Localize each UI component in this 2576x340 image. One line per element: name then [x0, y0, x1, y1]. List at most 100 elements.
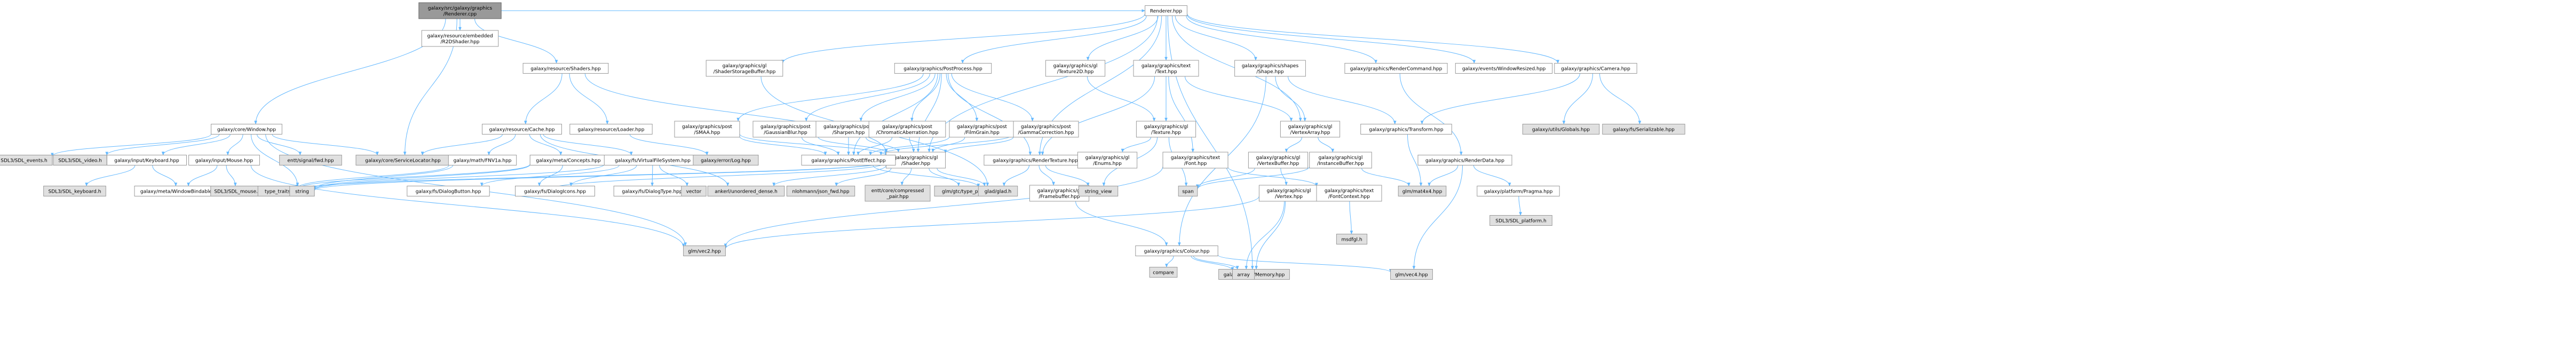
edge-root-to-shaders-hpp — [474, 18, 558, 64]
node-postprocess-hpp[interactable]: galaxy/graphics/PostProcess.hpp — [894, 63, 992, 74]
node-msdfgl[interactable]: msdfgl.h — [1336, 234, 1368, 244]
node-label: glm/gtc/type_ptr.hpp — [942, 189, 992, 195]
node-font-hpp[interactable]: galaxy/graphics/text/Font.hpp — [1162, 152, 1228, 169]
node-box — [421, 30, 499, 47]
node-box — [107, 155, 187, 165]
node-sdl-events[interactable]: SDL3/SDL_events.h — [0, 155, 53, 165]
node-filmgrain-hpp[interactable]: galaxy/graphics/post/FilmGrain.hpp — [949, 121, 1015, 138]
node-colour-hpp[interactable]: galaxy/graphics/Colour.hpp — [1135, 246, 1218, 256]
node-gaussian-hpp[interactable]: galaxy/graphics/post/GaussianBlur.hpp — [752, 121, 819, 138]
node-keyboard-hpp[interactable]: galaxy/input/Keyboard.hpp — [107, 155, 187, 165]
node-box — [674, 121, 740, 138]
node-renderer-hpp[interactable]: Renderer.hpp — [1145, 5, 1187, 16]
node-label: /Renderer.cpp — [443, 12, 477, 17]
node-loader-hpp[interactable]: galaxy/resource/Loader.hpp — [569, 124, 653, 135]
node-box — [1136, 121, 1196, 138]
node-vertex-hpp[interactable]: galaxy/graphics/gl/Vertex.hpp — [1258, 185, 1319, 202]
node-camera-hpp[interactable]: galaxy/graphics/Camera.hpp — [1554, 63, 1637, 74]
node-label: galaxy/graphics/gl — [723, 64, 767, 69]
node-label: array — [1237, 273, 1250, 278]
node-sdl-video[interactable]: SDL3/SDL_video.h — [53, 155, 107, 165]
node-window-hpp[interactable]: galaxy/core/Window.hpp — [211, 124, 282, 135]
node-pragma-hpp[interactable]: galaxy/platform/Pragma.hpp — [1477, 186, 1560, 196]
node-label: galaxy/core/ServiceLocator.hpp — [365, 159, 441, 164]
node-entt-signal[interactable]: entt/signal/fwd.hpp — [279, 155, 342, 165]
node-transform-hpp[interactable]: galaxy/graphics/Transform.hpp — [1360, 124, 1452, 135]
node-glm-vec2[interactable]: glm/vec2.hpp — [683, 246, 726, 256]
node-string-view[interactable]: string_view — [1078, 186, 1119, 196]
node-box — [1522, 124, 1600, 135]
node-windowresized-hpp[interactable]: galaxy/events/WindowResized.hpp — [1455, 63, 1553, 74]
node-glm-vec4[interactable]: glm/vec4.hpp — [1390, 269, 1433, 280]
node-enums-hpp[interactable]: galaxy/graphics/gl/Enums.hpp — [1077, 152, 1138, 169]
node-fontcontext-hpp[interactable]: galaxy/graphics/text/FontContext.hpp — [1316, 185, 1382, 202]
node-smaa-hpp[interactable]: galaxy/graphics/post/SMAA.hpp — [674, 121, 740, 138]
node-shaders-hpp[interactable]: galaxy/resource/Shaders.hpp — [522, 63, 609, 74]
node-dialogicons[interactable]: galaxy/fs/DialogIcons.hpp — [515, 186, 595, 196]
edge-postprocess-hpp-to-filmgrain-hpp — [946, 73, 979, 122]
node-label: /Sharpen.hpp — [833, 130, 865, 136]
node-cache-hpp[interactable]: galaxy/resource/Cache.hpp — [482, 124, 562, 135]
node-dialogtype[interactable]: galaxy/fs/DialogType.hpp — [613, 186, 691, 196]
node-ankerl[interactable]: ankerl/unordered_dense.h — [707, 186, 785, 196]
node-mouse-hpp[interactable]: galaxy/input/Mouse.hpp — [188, 155, 260, 165]
node-nlohmann[interactable]: nlohmann/json_fwd.hpp — [786, 186, 855, 196]
node-root[interactable]: galaxy/src/galaxy/graphics/Renderer.cpp — [418, 2, 502, 19]
node-vector[interactable]: vector — [681, 186, 707, 196]
node-gl-texture-hpp[interactable]: galaxy/graphics/gl/Texture.hpp — [1136, 121, 1196, 138]
node-fs-serializable[interactable]: galaxy/fs/Serializable.hpp — [1602, 124, 1685, 135]
edge-chromatic-hpp-to-shader-hpp — [909, 137, 915, 153]
node-gamma-hpp[interactable]: galaxy/graphics/post/GammaCorrection.hpp — [1013, 121, 1079, 138]
edge-postprocess-hpp-to-chromatic-hpp — [910, 73, 940, 122]
node-box — [1135, 246, 1218, 256]
node-span[interactable]: span — [1178, 186, 1198, 196]
node-mat4x4[interactable]: glm/mat4x4.hpp — [1398, 186, 1447, 196]
edge-colour-hpp-to-meta-memory — [1193, 256, 1239, 270]
node-fnv1a[interactable]: galaxy/math/FNV1a.hpp — [448, 155, 517, 165]
node-shader-hpp[interactable]: galaxy/graphics/gl/Shader.hpp — [885, 152, 946, 169]
node-text-hpp[interactable]: galaxy/graphics/text/Text.hpp — [1133, 60, 1199, 77]
node-r2dshader[interactable]: galaxy/resource/embedded/R2DShader.hpp — [421, 30, 499, 47]
node-rendertexture-hpp[interactable]: galaxy/graphics/RenderTexture.hpp — [984, 155, 1087, 165]
node-box — [868, 121, 946, 138]
node-shape-hpp[interactable]: galaxy/graphics/shapes/Shape.hpp — [1234, 60, 1306, 77]
edge-vertex-hpp-to-glm-vec2 — [724, 196, 1259, 249]
edge-shader-hpp-to-nlohmann — [835, 168, 892, 187]
node-label: galaxy/fs/VirtualFileSystem.hpp — [615, 159, 691, 164]
node-vertexarray-hpp[interactable]: galaxy/graphics/gl/VertexArray.hpp — [1280, 121, 1341, 138]
node-sdl-keyboard[interactable]: SDL3/SDL_keyboard.h — [43, 186, 106, 196]
node-sdl-platform[interactable]: SDL3/SDL_platform.h — [1489, 215, 1552, 226]
node-vertexbuffer-hpp[interactable]: galaxy/graphics/gl/VertexBuffer.hpp — [1248, 152, 1309, 169]
node-label: galaxy/platform/Pragma.hpp — [1484, 189, 1553, 195]
node-sdl-mouse[interactable]: SDL3/SDL_mouse.h — [210, 186, 265, 196]
node-posteffect-hpp[interactable]: galaxy/graphics/PostEffect.hpp — [801, 155, 896, 165]
node-string[interactable]: string — [289, 186, 315, 196]
edge-gamma-hpp-to-posteffect-hpp — [879, 134, 1014, 156]
node-box — [0, 155, 53, 165]
node-instancebuffer-hpp[interactable]: galaxy/graphics/gl/InstanceBuffer.hpp — [1309, 152, 1372, 169]
node-entt-compressed[interactable]: entt/core/compressed_pair.hpp — [865, 185, 931, 202]
node-array[interactable]: array — [1232, 269, 1255, 280]
node-box — [1336, 234, 1368, 244]
node-label: galaxy/graphics/gl — [1319, 155, 1363, 161]
node-label: vector — [686, 189, 702, 195]
node-glad[interactable]: glad/glad.h — [978, 186, 1018, 196]
node-label: /GammaCorrection.hpp — [1018, 130, 1074, 136]
node-concepts-hpp[interactable]: galaxy/meta/Concepts.hpp — [529, 155, 607, 165]
node-dialogbutton[interactable]: galaxy/fs/DialogButton.hpp — [407, 186, 490, 196]
node-servicelocator[interactable]: galaxy/core/ServiceLocator.hpp — [355, 155, 450, 165]
node-box — [1232, 269, 1255, 280]
edge-vfs-hpp-to-vector — [659, 165, 689, 187]
node-rendercommand-hpp[interactable]: galaxy/graphics/RenderCommand.hpp — [1344, 63, 1448, 74]
node-compare[interactable]: compare — [1149, 267, 1178, 278]
edge-vertexarray-hpp-to-instancebuffer-hpp — [1318, 137, 1335, 153]
node-vfs-hpp[interactable]: galaxy/fs/VirtualFileSystem.hpp — [604, 155, 702, 165]
node-ssbo-hpp[interactable]: galaxy/graphics/gl/ShaderStorageBuffer.h… — [706, 60, 783, 77]
node-chromatic-hpp[interactable]: galaxy/graphics/post/ChromaticAberration… — [868, 121, 946, 138]
node-label: /R2DShader.hpp — [441, 39, 480, 45]
node-texture2d-hpp[interactable]: galaxy/graphics/gl/Texture2D.hpp — [1045, 60, 1106, 77]
node-errorlog[interactable]: galaxy/error/Log.hpp — [693, 155, 759, 165]
node-renderdata-hpp[interactable]: galaxy/graphics/RenderData.hpp — [1417, 155, 1512, 165]
node-label: /ShaderStorageBuffer.hpp — [714, 69, 776, 75]
node-utils-globals[interactable]: galaxy/utils/Globals.hpp — [1522, 124, 1600, 135]
